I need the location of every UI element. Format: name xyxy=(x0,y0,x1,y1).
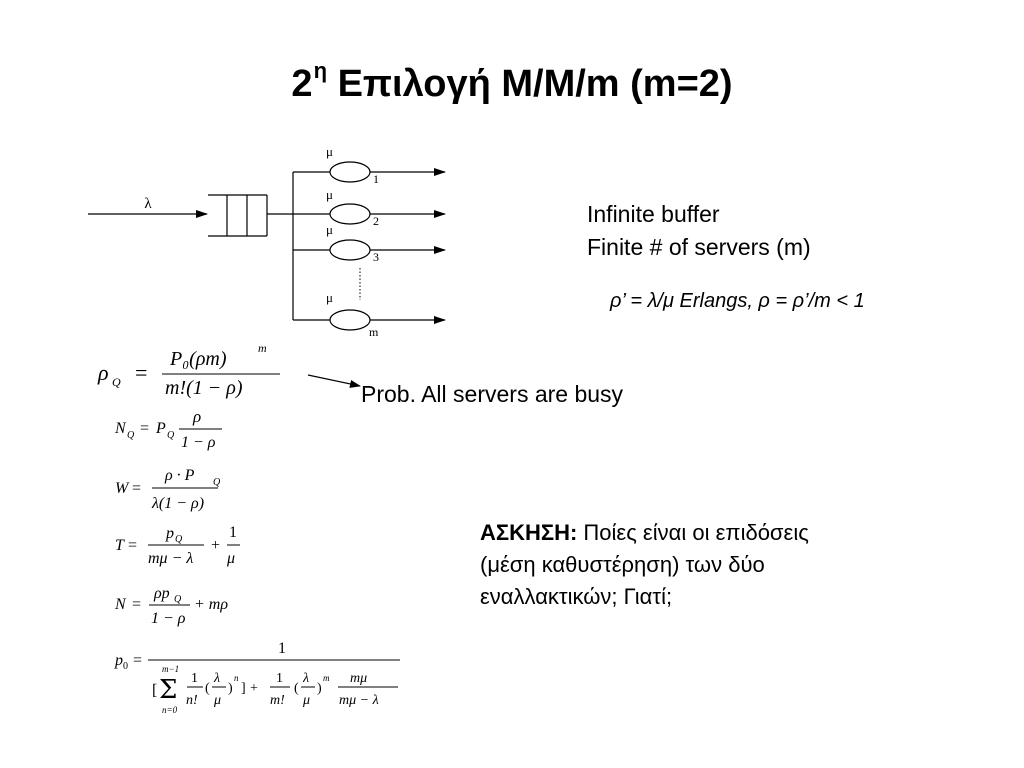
prob-busy-label: Prob. All servers are busy xyxy=(361,381,624,407)
svg-text:1: 1 xyxy=(191,671,198,686)
svg-text:Q: Q xyxy=(213,477,221,488)
server-m-rate-label: μ xyxy=(326,290,333,305)
svg-text:1: 1 xyxy=(278,640,286,657)
svg-text:n=0: n=0 xyxy=(162,705,178,715)
svg-text:p: p xyxy=(165,525,174,542)
svg-text:N: N xyxy=(114,596,127,613)
prob-busy-arrow xyxy=(307,374,361,388)
svg-text:m: m xyxy=(323,673,330,683)
server-3: μ 3 xyxy=(293,222,446,264)
svg-text:λ(1 − ρ): λ(1 − ρ) xyxy=(151,495,204,512)
server-3-rate-label: μ xyxy=(326,222,333,237)
formula-p0: p 0 = 1 m−1 [ Σ n=0 1 n! ( λ μ ) n ] + 1… xyxy=(114,640,400,715)
note-infinite-buffer: Infinite buffer xyxy=(587,201,720,227)
formula-t: T = p Q mμ − λ + 1 μ xyxy=(115,524,240,567)
server-1-index: 1 xyxy=(373,172,379,186)
server-2: μ 2 xyxy=(293,187,446,228)
svg-text:=: = xyxy=(132,480,141,497)
svg-text:=: = xyxy=(140,420,149,437)
formula-n: N = ρp Q 1 − ρ + mρ xyxy=(114,585,228,627)
svg-text:Q: Q xyxy=(167,430,175,441)
arrival-label: λ xyxy=(144,196,152,212)
svg-text:ρ: ρ xyxy=(97,360,109,385)
queue-buffer xyxy=(208,194,268,237)
svg-text:ρp: ρp xyxy=(153,585,170,602)
queue-diagram: λ μ 1 μ 2 μ 3 μ m xyxy=(88,144,446,339)
formula-rho-q: ρ Q = P₀(ρm) m m!(1 − ρ) xyxy=(97,341,280,399)
svg-text:λ: λ xyxy=(213,671,220,686)
svg-text:+ mρ: + mρ xyxy=(194,596,228,613)
exercise-line-2: (μέση καθυστέρηση) των δύο xyxy=(480,552,765,577)
svg-text:+: + xyxy=(250,681,258,696)
note-finite-servers: Finite # of servers (m) xyxy=(587,234,811,260)
exercise-line-3: εναλλακτικών; Γιατί; xyxy=(480,584,673,609)
svg-text:m: m xyxy=(258,341,267,355)
exercise-line-1: ΑΣΚΗΣΗ: Ποίες είναι οι επιδόσεις xyxy=(480,517,809,549)
svg-text:Q: Q xyxy=(175,534,183,545)
svg-text:Q: Q xyxy=(112,375,121,389)
server-2-rate-label: μ xyxy=(326,187,333,202)
svg-text:(: ( xyxy=(205,681,210,696)
svg-text:mμ: mμ xyxy=(350,671,367,686)
svg-text:ρ · P: ρ · P xyxy=(164,467,195,484)
svg-text:m!: m! xyxy=(270,693,285,708)
svg-text:=: = xyxy=(128,537,137,554)
svg-text:Σ: Σ xyxy=(159,675,177,705)
svg-text:N: N xyxy=(114,420,127,437)
svg-text:+: + xyxy=(211,537,220,554)
server-1: μ 1 xyxy=(293,144,446,186)
title-main: Επιλογή M/M/m (m=2) xyxy=(337,63,733,105)
svg-text:μ: μ xyxy=(213,693,221,708)
svg-text:n: n xyxy=(234,673,239,683)
svg-text:=: = xyxy=(132,596,141,613)
svg-text:1 − ρ: 1 − ρ xyxy=(151,610,186,627)
formulas-panel: ρ Q = P₀(ρm) m m!(1 − ρ) N Q = P Q ρ 1 −… xyxy=(97,341,400,715)
svg-text:1: 1 xyxy=(229,524,237,541)
svg-text:μ: μ xyxy=(226,550,235,567)
svg-text:μ: μ xyxy=(302,693,310,708)
svg-text:[: [ xyxy=(152,682,157,699)
svg-text:W: W xyxy=(115,480,130,497)
exercise-text-1: Ποίες είναι οι επιδόσεις xyxy=(577,520,809,545)
svg-text:mμ − λ: mμ − λ xyxy=(148,550,193,567)
svg-text:Q: Q xyxy=(174,594,182,605)
server-1-rate-label: μ xyxy=(326,144,333,159)
svg-text:m−1: m−1 xyxy=(162,664,179,674)
exercise-heading: ΑΣΚΗΣΗ: xyxy=(480,520,578,545)
server-m-index: m xyxy=(369,325,379,339)
svg-text:): ) xyxy=(317,681,322,696)
formula-n-q: N Q = P Q ρ 1 − ρ xyxy=(114,407,222,451)
svg-text:λ: λ xyxy=(302,671,309,686)
svg-text:mμ − λ: mμ − λ xyxy=(339,693,379,708)
svg-text:ρ: ρ xyxy=(192,407,201,426)
svg-text:]: ] xyxy=(241,681,246,696)
svg-text:1 − ρ: 1 − ρ xyxy=(181,434,216,451)
svg-text:1: 1 xyxy=(276,671,283,686)
server-3-index: 3 xyxy=(373,250,379,264)
svg-text:): ) xyxy=(228,681,233,696)
formula-w: W = ρ · P Q λ(1 − ρ) xyxy=(115,467,221,512)
svg-text:P₀(ρm): P₀(ρm) xyxy=(169,348,227,370)
server-2-index: 2 xyxy=(373,214,379,228)
svg-text:(: ( xyxy=(294,681,299,696)
svg-text:T: T xyxy=(115,537,125,554)
svg-text:=: = xyxy=(133,652,142,669)
svg-text:P: P xyxy=(155,420,166,437)
title-prefix: 2 xyxy=(291,63,313,105)
note-utilization: ρ’ = λ/μ Erlangs, ρ = ρ’/m < 1 xyxy=(610,290,865,312)
svg-text:p: p xyxy=(114,652,123,669)
svg-text:Q: Q xyxy=(127,430,135,441)
svg-text:n!: n! xyxy=(186,693,198,708)
title-superscript: η xyxy=(313,58,328,83)
slide-title: 2η Επιλογή M/M/m (m=2) xyxy=(0,58,1024,106)
svg-text:=: = xyxy=(135,360,147,385)
server-m: μ m xyxy=(293,290,446,339)
svg-text:m!(1 − ρ): m!(1 − ρ) xyxy=(165,377,243,399)
exercise-block: ΑΣΚΗΣΗ: Ποίες είναι οι επιδόσεις (μέση κ… xyxy=(480,517,809,613)
svg-text:0: 0 xyxy=(123,661,128,672)
